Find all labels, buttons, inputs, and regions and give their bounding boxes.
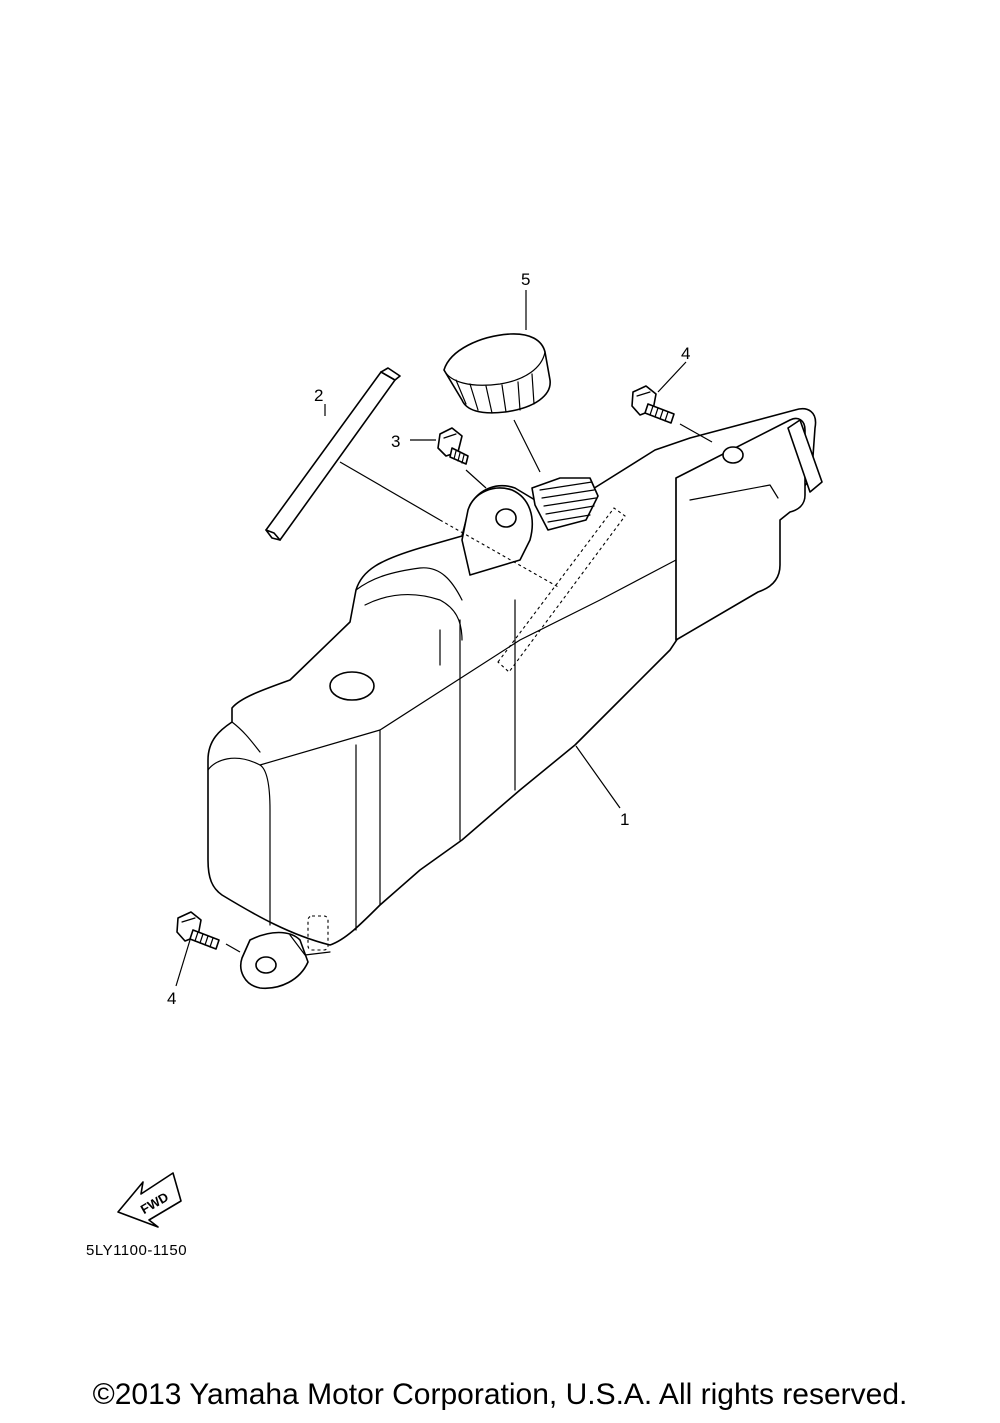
callout-5: 5	[521, 270, 530, 289]
callout-2: 2	[314, 386, 323, 405]
tank-body	[207, 408, 823, 989]
callout-3: 3	[391, 432, 400, 451]
bolt-lower	[176, 911, 220, 950]
diagram-code: 5LY1100-1150	[86, 1242, 188, 1259]
breather-hose	[265, 367, 401, 541]
callout-1: 1	[620, 810, 629, 829]
callout-4-upper: 4	[681, 344, 690, 363]
callout-4-lower: 4	[167, 989, 176, 1008]
copyright-notice: ©2013 Yamaha Motor Corporation, U.S.A. A…	[92, 1378, 908, 1411]
bolt-upper	[631, 385, 675, 424]
small-bolt	[437, 427, 469, 465]
filler-cap	[443, 333, 551, 414]
forward-arrow-icon: FWD	[117, 1172, 182, 1228]
